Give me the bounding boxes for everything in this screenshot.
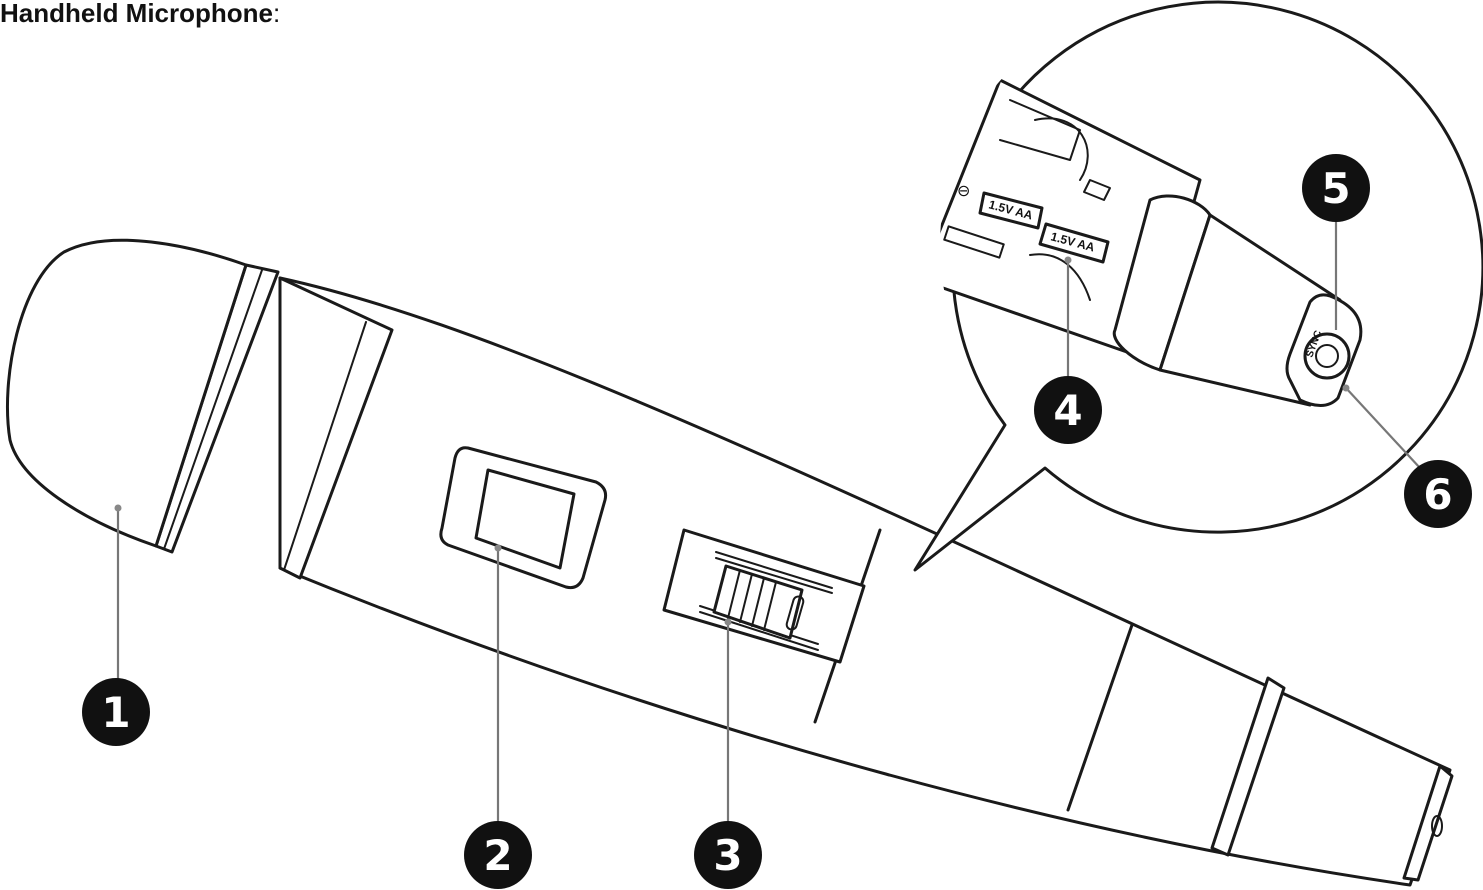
microphone-body [6, 238, 1454, 887]
detail-magnifier: 1.5V AA 1.5V AA ⊖ SYNC [913, 0, 1483, 572]
callout-6-number: 6 [1423, 470, 1452, 519]
grille-collar [278, 276, 394, 580]
volume-wheel [662, 528, 866, 664]
collar-line [283, 321, 367, 571]
title-colon: : [273, 0, 281, 28]
callout-6-badge [1404, 460, 1472, 528]
sync-button [1303, 332, 1351, 380]
end-cap [1402, 764, 1454, 882]
callout-2-number: 2 [483, 831, 512, 880]
bottom-cap [1210, 676, 1286, 857]
battery-label-1 [978, 191, 1044, 230]
microphone-grille [6, 238, 248, 548]
callout-5-number: 5 [1321, 164, 1350, 213]
callout-1-badge [82, 678, 150, 746]
callout-3: 3 [694, 821, 762, 889]
power-button [439, 446, 608, 590]
callout-2-badge [464, 821, 532, 889]
leader-lines [114, 218, 1421, 828]
callout-2: 2 [464, 821, 532, 889]
battery-label-2 [1038, 222, 1110, 264]
diagram-title: Handheld Microphone: [0, 0, 280, 29]
callout-5-badge [1302, 154, 1370, 222]
callout-1-number: 1 [101, 688, 130, 737]
callout-4-badge [1034, 376, 1102, 444]
callout-3-number: 3 [713, 831, 742, 880]
callout-5: 5 [1302, 154, 1370, 222]
callout-6: 6 [1404, 460, 1472, 528]
callout-4-number: 4 [1053, 386, 1082, 435]
title-bold: Handheld Microphone [0, 0, 273, 28]
ring-line [163, 269, 263, 550]
callout-1: 1 [82, 678, 150, 746]
leader-6 [1345, 387, 1421, 469]
end-jack [1431, 815, 1443, 837]
callout-3-badge [694, 821, 762, 889]
polarity-symbol: ⊖ [957, 181, 970, 200]
callout-4: 4 [1034, 376, 1102, 444]
body-seam-2 [1066, 623, 1134, 812]
